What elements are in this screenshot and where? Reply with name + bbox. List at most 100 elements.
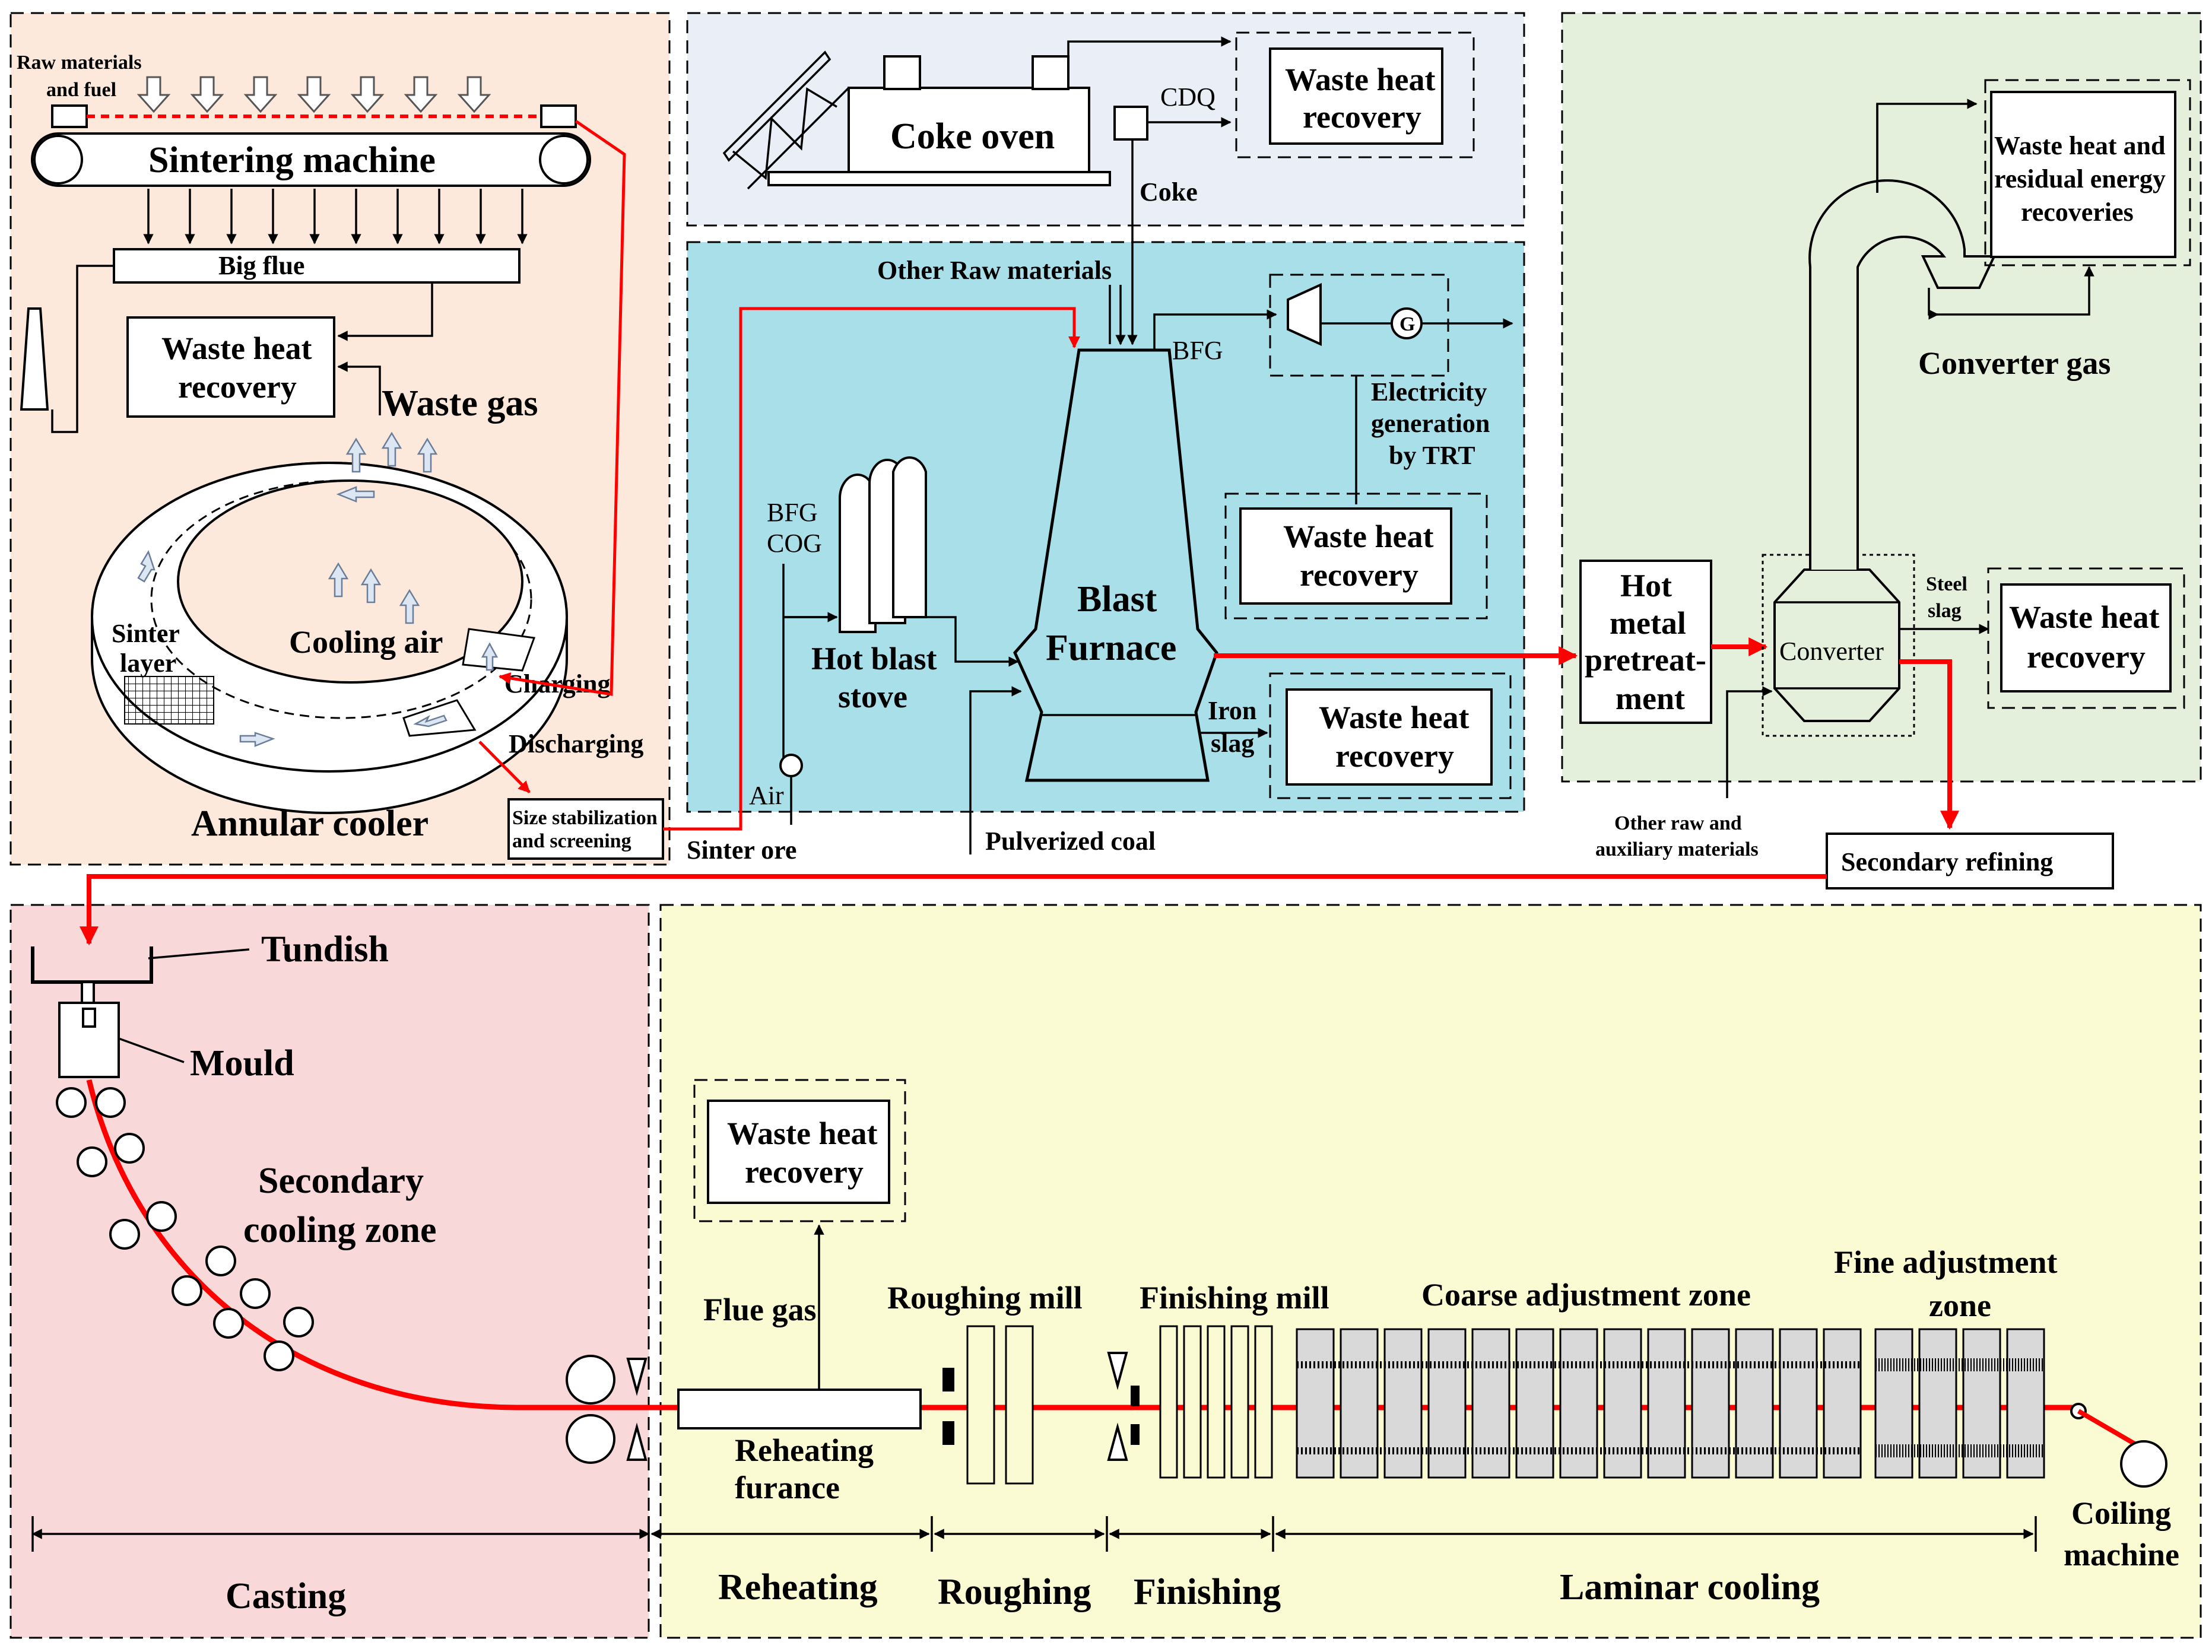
coarse-zone-label: Coarse adjustment zone (1421, 1277, 1751, 1313)
roll-whr-dash (693, 1079, 906, 1222)
conv-whr-dash (1987, 567, 2185, 709)
other-raw-label: Other Raw materials (877, 256, 1112, 285)
oven-to-cdq (1067, 36, 1232, 59)
finish-guide-top (1131, 1386, 1140, 1406)
whr-top-dash (1984, 79, 2191, 266)
coke-whr-line2: recovery (1303, 99, 1421, 135)
annular-cooler-label: Annular cooler (191, 803, 429, 844)
mould-inner (82, 1008, 96, 1028)
bfg-left-label: BFG (767, 498, 818, 527)
shear-top (1107, 1352, 1128, 1390)
coke-oven-base (767, 171, 1111, 186)
flow-screen-to-bf (663, 307, 1080, 831)
roll-whr-line2: recovery (745, 1154, 864, 1190)
bf-whr2-line1: Waste heat (1319, 700, 1469, 735)
gas-to-whr-top (1929, 266, 2094, 316)
cdq-box (1113, 106, 1148, 141)
sinter-label: Sinter (112, 619, 180, 648)
flow-discharge-to-screen (478, 741, 531, 793)
conv-whr-line1: Waste heat (2009, 599, 2159, 635)
flow-converter-to-refining (1899, 659, 1959, 830)
converter-gas-label: Converter gas (1918, 345, 2111, 381)
coal-to-bf (969, 686, 1022, 854)
steel-label: Steel (1926, 573, 1967, 595)
hot-metal-line1: Hot (1620, 568, 1672, 603)
whr-top-line1: Waste heat and (1994, 131, 2165, 160)
elec-line1: Electricity (1371, 377, 1487, 406)
whr-top-line3: recoveries (2021, 198, 2134, 227)
belt-wheel-left (33, 135, 83, 185)
reheating-furnace-box (677, 1389, 922, 1429)
windbox-arrows (143, 189, 528, 244)
furnace-label: Furnace (1046, 628, 1176, 668)
bfg-label: BFG (1172, 336, 1223, 365)
chimney (20, 307, 49, 411)
sinter-layer-hatch (124, 676, 214, 725)
hot-metal-line4: ment (1616, 681, 1685, 716)
bf-whr1-dash (1224, 493, 1488, 620)
secondary-cooling-line2: cooling zone (243, 1210, 436, 1250)
secondary-cooling-line1: Secondary (258, 1161, 424, 1201)
and-fuel-label: and fuel (46, 79, 116, 101)
fine-line2: zone (1929, 1288, 1991, 1323)
cutter-bottom (626, 1422, 648, 1461)
pinch-roll-top (566, 1355, 615, 1405)
coke-oven-hopper-1 (883, 55, 921, 90)
bf-whr2-dash (1269, 672, 1512, 799)
mould-leader (118, 1037, 185, 1063)
stage-dimension-lines (648, 1516, 2037, 1552)
rolling-section (659, 904, 2202, 1639)
hot-metal-box (1579, 560, 1712, 724)
raw-materials-label: Raw materials (17, 52, 142, 74)
rough-stand-2 (1005, 1325, 1034, 1485)
secondary-refining-box (1826, 833, 2114, 889)
roughing-mill-label: Roughing mill (887, 1280, 1083, 1316)
flue-to-whr (337, 282, 433, 341)
support-rolls (56, 1087, 314, 1371)
rough-guide-top (942, 1368, 954, 1392)
tundish-label: Tundish (261, 929, 389, 970)
cooling-air-label: Cooling air (289, 624, 443, 660)
size-screening-box (507, 798, 664, 860)
secondary-refining-label: Secondary refining (1841, 847, 2053, 876)
blast-label: Blast (1077, 579, 1157, 620)
sinter-whr-box (126, 316, 335, 418)
casting-label: Casting (226, 1576, 346, 1616)
air-fan (779, 754, 803, 777)
reheating-line1: Reheating (735, 1432, 874, 1468)
cog-label: COG (767, 529, 822, 558)
bf-whr1-line2: recovery (1300, 557, 1418, 593)
strip-to-coiler (2077, 1409, 2138, 1447)
sinter-whr-line2: recovery (178, 369, 297, 405)
generator-label: G (1399, 313, 1415, 335)
feed-arrows (137, 76, 491, 113)
cdq-label: CDQ (1160, 82, 1216, 112)
layer-label: layer (120, 649, 176, 678)
converter-gas-duct (1808, 179, 1997, 570)
belt-wheel-right (539, 135, 589, 185)
reheating-line2: furance (735, 1470, 840, 1505)
stage-roughing-label: Roughing (938, 1572, 1091, 1612)
sintering-group: Raw materials and fuel Sintering machine (17, 52, 1080, 865)
coking-group: Coke oven CDQ Coke Waste heat recovery (722, 31, 1475, 345)
coiler-drum (2120, 1440, 2167, 1488)
cooler-flow-arrows (137, 431, 499, 747)
sintering-machine-belt (31, 132, 591, 187)
charging-label: Charging (504, 669, 610, 698)
coke-conveyor-truss (732, 87, 837, 180)
fine-line1: Fine adjustment (1834, 1244, 2058, 1280)
whr-top-line2: residual energy (1994, 164, 2166, 193)
coke-oven-label: Coke oven (890, 116, 1055, 157)
elec-line3: by TRT (1389, 441, 1475, 470)
trt-turbine (1287, 282, 1322, 347)
pinch-roll-bottom (566, 1414, 615, 1464)
other-aux-line1: Other raw and (1614, 812, 1742, 834)
feed-hopper-right (540, 104, 577, 128)
size-line2: and screening (512, 830, 631, 852)
elec-line2: generation (1371, 409, 1490, 438)
hot-metal-line3: pretreat- (1585, 642, 1706, 678)
conv-whr-box (2000, 583, 2172, 692)
big-flue-label: Big flue (218, 251, 304, 280)
pulverized-coal-label: Pulverized coal (985, 827, 1156, 856)
